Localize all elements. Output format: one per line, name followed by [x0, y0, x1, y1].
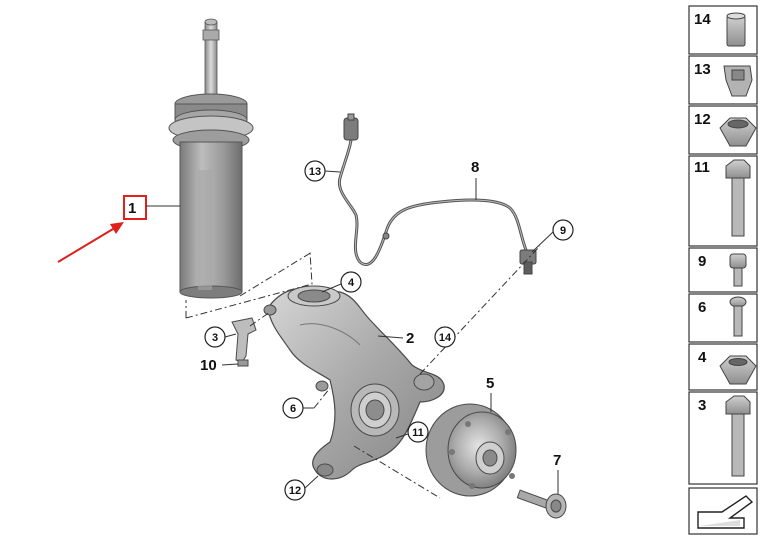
panel-item-13-label: 13 [694, 61, 711, 78]
callout-3[interactable]: 3 [212, 332, 218, 344]
callout-7[interactable]: 7 [553, 452, 561, 469]
callout-13[interactable]: 13 [309, 166, 321, 178]
torx-screw-icon [729, 296, 747, 337]
callout-14[interactable]: 14 [439, 332, 452, 344]
panel-item-6[interactable]: 6 [688, 293, 758, 343]
bracket-part-3[interactable] [231, 317, 257, 367]
panel-item-11-label: 11 [694, 159, 710, 176]
steering-knuckle[interactable] [263, 285, 445, 480]
callout-5[interactable]: 5 [486, 375, 494, 392]
parts-panel: 14 13 12 11 [688, 5, 758, 535]
bolt-icon [725, 159, 751, 237]
panel-item-4[interactable]: 4 [688, 343, 758, 391]
panel-item-6-label: 6 [698, 299, 706, 316]
strut-assembly[interactable] [168, 18, 254, 299]
panel-item-14-label: 14 [694, 11, 711, 28]
sleeve-icon [726, 12, 746, 47]
socket-screw-icon [729, 253, 747, 287]
clip-icon [723, 65, 753, 97]
panel-item-4-label: 4 [698, 349, 707, 366]
panel-item-9-label: 9 [698, 253, 706, 270]
callout-10[interactable]: 10 [200, 357, 217, 374]
hex-bolt-icon [725, 395, 751, 477]
callout-8[interactable]: 8 [471, 159, 479, 176]
callout-4[interactable]: 4 [348, 277, 355, 289]
panel-item-3-label: 3 [698, 397, 706, 414]
callout-9[interactable]: 9 [560, 225, 566, 237]
callout-1-label[interactable]: 1 [128, 200, 136, 217]
panel-nav-button[interactable] [688, 487, 758, 535]
callout-2[interactable]: 2 [406, 330, 414, 347]
wheel-speed-sensor[interactable] [337, 113, 537, 275]
wheel-hub[interactable] [425, 403, 517, 497]
panel-item-11[interactable]: 11 [688, 155, 758, 247]
panel-item-14[interactable]: 14 [688, 5, 758, 55]
pointer-arrow-icon [57, 222, 124, 263]
panel-item-9[interactable]: 9 [688, 247, 758, 293]
panel-item-12-label: 12 [694, 111, 711, 128]
selection-highlight-box [123, 195, 147, 220]
callout-11[interactable]: 11 [412, 427, 424, 439]
panel-item-12[interactable]: 12 [688, 105, 758, 155]
nut-icon [719, 117, 757, 147]
flange-nut-icon [719, 355, 757, 385]
panel-item-3[interactable]: 3 [688, 391, 758, 485]
callout-6[interactable]: 6 [290, 403, 296, 415]
hub-bolt[interactable] [516, 489, 567, 519]
panel-item-13[interactable]: 13 [688, 55, 758, 105]
callout-12[interactable]: 12 [289, 485, 301, 497]
arrow-down-left-icon [697, 495, 754, 529]
